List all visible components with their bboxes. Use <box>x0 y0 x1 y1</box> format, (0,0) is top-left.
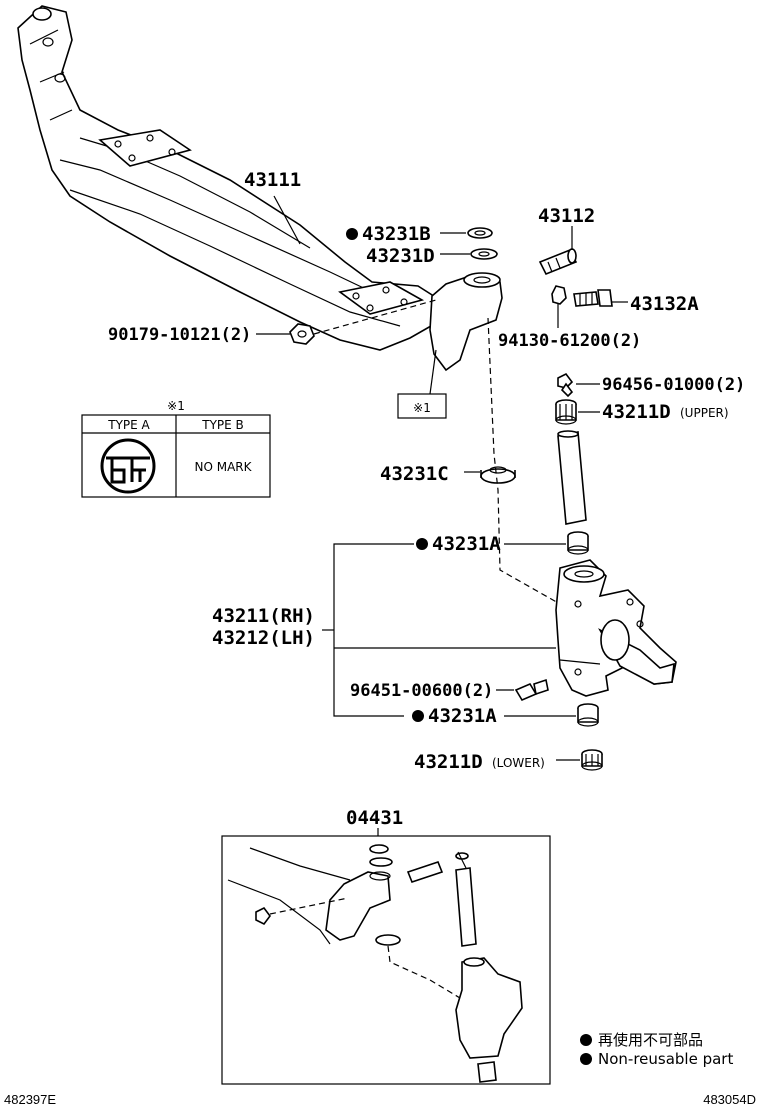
bolt-43132a <box>573 289 613 307</box>
bearing-43231c <box>480 466 516 484</box>
label-43211d-lower: 43211D <box>414 751 483 773</box>
bushing-43211d-lower <box>581 749 603 771</box>
non-reusable-dot-43231b <box>346 228 358 240</box>
nut-90179 <box>289 323 315 345</box>
label-lower-note: (LOWER) <box>492 756 545 770</box>
label-04431: 04431 <box>346 807 403 829</box>
beam-kingpin-boss <box>429 272 503 372</box>
type-b-value: NO MARK <box>194 460 252 474</box>
legend-en: Non-reusable part <box>598 1050 733 1068</box>
kingpin <box>557 430 587 525</box>
non-reusable-dot-43231a-top <box>416 538 428 550</box>
bushing-43231a-bottom <box>577 703 599 727</box>
diagram-code-right: 483054D <box>703 1092 756 1107</box>
steering-knuckle <box>555 559 677 697</box>
label-43111: 43111 <box>244 169 301 191</box>
note-marker-box <box>397 393 447 419</box>
label-96456: 96456-01000(2) <box>602 375 745 395</box>
front-axle-beam <box>17 5 441 351</box>
type-table: ※1 TYPE A TYPE B NO MARK <box>81 399 271 498</box>
grease-fitting-96456 <box>557 372 574 398</box>
type-b-header: TYPE B <box>201 418 244 432</box>
label-43211-rh: 43211(RH) <box>212 605 315 627</box>
nut-94130 <box>551 285 567 305</box>
label-94130: 94130-61200(2) <box>498 331 641 351</box>
knuckle-pin-43112 <box>538 248 578 276</box>
label-43231a-top: 43231A <box>432 533 501 555</box>
kit-drawing <box>227 844 523 1083</box>
note-marker-label: ※1 <box>413 401 431 415</box>
legend-jp: 再使用不可部品 <box>598 1031 703 1049</box>
diagram-code-left: 482397E <box>4 1092 56 1107</box>
legend: 再使用不可部品 Non-reusable part <box>580 1031 733 1068</box>
label-43132a: 43132A <box>630 293 699 315</box>
bushing-43231a-top <box>567 531 589 555</box>
label-43211d-upper: 43211D <box>602 401 671 423</box>
bushing-43211d-upper <box>555 399 577 425</box>
label-43231a-bottom: 43231A <box>428 705 497 727</box>
label-90179: 90179-10121(2) <box>108 325 251 345</box>
label-43231c: 43231C <box>380 463 449 485</box>
legend-dot-en <box>580 1053 592 1065</box>
washer-43231d <box>470 248 498 260</box>
legend-dot-jp <box>580 1034 592 1046</box>
label-43212-lh: 43212(LH) <box>212 627 315 649</box>
type-table-title: ※1 <box>167 399 185 413</box>
label-96451: 96451-00600(2) <box>350 681 493 701</box>
washer-43231b <box>467 227 493 239</box>
grease-fitting-96451 <box>514 678 549 702</box>
type-a-header: TYPE A <box>107 418 150 432</box>
non-reusable-dot-43231a-bottom <box>412 710 424 722</box>
kingpin-axis <box>487 317 561 605</box>
nut-90179-guide <box>313 299 437 335</box>
label-43231d: 43231D <box>366 245 435 267</box>
type-a-mark-icon <box>100 438 156 494</box>
label-43231b: 43231B <box>362 223 431 245</box>
label-43112: 43112 <box>538 205 595 227</box>
label-upper-note: (UPPER) <box>680 406 729 420</box>
